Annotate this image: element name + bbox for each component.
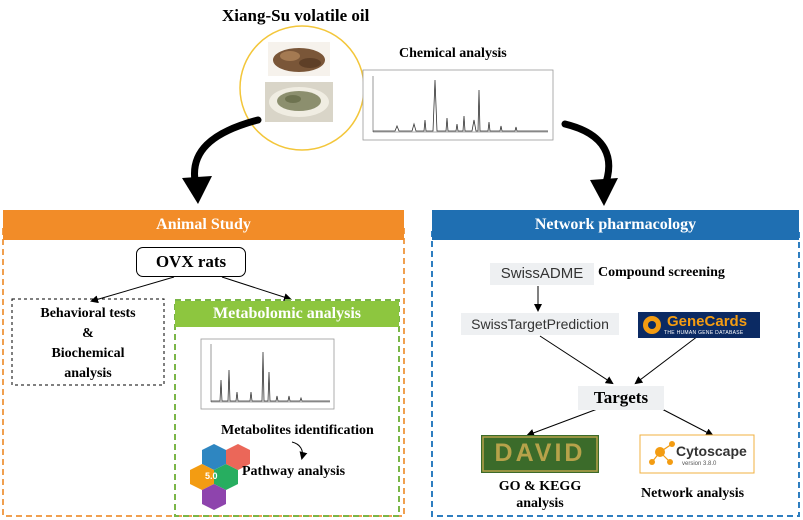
go-kegg-line2: analysis (516, 496, 564, 511)
herb-photo-bottom (265, 82, 333, 122)
targets-box: Targets (578, 386, 664, 410)
metabolomic-box (174, 299, 400, 517)
swissadme-label: SwissADME (490, 263, 594, 285)
behavioral-line4: analysis (64, 366, 112, 381)
behavioral-line1: Behavioral tests (40, 306, 136, 321)
cytoscape-logo (639, 434, 755, 474)
chemical-analysis-label: Chemical analysis (399, 46, 507, 61)
herb-photo-top (268, 42, 330, 76)
network-analysis-label: Network analysis (641, 486, 745, 501)
behavioral-box (11, 298, 165, 386)
pathway-analysis-label: Pathway analysis (242, 464, 346, 479)
metaboanalyst-logo (190, 444, 250, 510)
network-pharmacology-header: Network pharmacology (432, 210, 799, 240)
genecards-text: GeneCards (667, 313, 748, 330)
metabolites-identification-label: Metabolites identification (221, 423, 374, 438)
david-logo (481, 435, 599, 473)
david-text: DAVID (494, 439, 586, 467)
go-kegg-label: GO & KEGG analysis (478, 478, 602, 512)
compound-screening-label: Compound screening (598, 265, 725, 280)
chromatogram-main (362, 69, 554, 141)
metaboanalyst-version: 5.0 (205, 471, 218, 481)
metabolomic-header: Metabolomic analysis (175, 301, 399, 327)
behavioral-line2: & (82, 326, 94, 341)
cytoscape-version: version 3.8.0 (682, 461, 717, 467)
curved-arrow-right (561, 120, 618, 206)
ovx-rats-box: OVX rats (136, 247, 246, 277)
behavioral-text: Behavioral tests & Biochemical analysis (12, 304, 164, 384)
genecards-logo (638, 312, 760, 338)
curved-arrow-left (182, 116, 262, 204)
genecards-subtitle: THE HUMAN GENE DATABASE (664, 330, 744, 336)
go-kegg-line1: GO & KEGG (498, 479, 582, 494)
oil-title: Xiang-Su volatile oil (222, 6, 370, 25)
behavioral-line3: Biochemical (51, 346, 125, 361)
swisstargetprediction-label: SwissTargetPrediction (461, 313, 619, 335)
chromatogram-metabolomic (200, 338, 335, 410)
animal-study-header: Animal Study (3, 210, 404, 240)
cytoscape-text: Cytoscape (676, 443, 747, 459)
